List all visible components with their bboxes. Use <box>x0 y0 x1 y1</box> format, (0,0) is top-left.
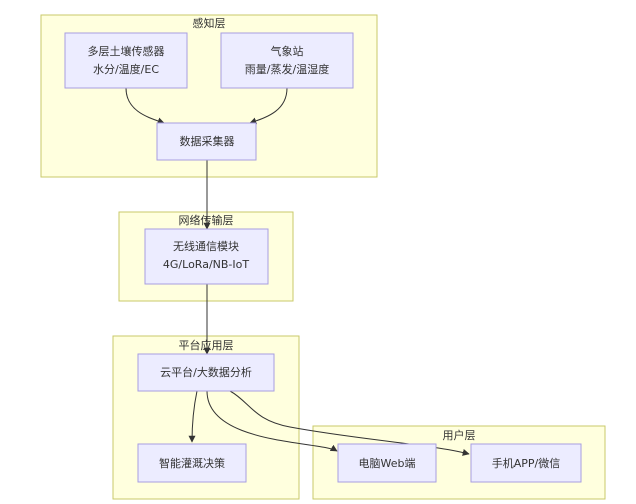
edge-soil-to-collector <box>125 87 165 125</box>
node-pc-web-title: 电脑Web端 <box>359 457 416 470</box>
cluster-title-network: 网络传输层 <box>179 213 234 227</box>
cluster-title-perception: 感知层 <box>193 16 226 30</box>
node-soil-sensor: 多层土壤传感器 水分/温度/EC <box>64 32 188 89</box>
node-soil-sensor-subtitle: 水分/温度/EC <box>93 62 159 76</box>
node-wireless-module-subtitle: 4G/LoRa/NB-IoT <box>163 258 249 271</box>
node-weather-station-subtitle: 雨量/蒸发/温湿度 <box>245 62 329 76</box>
node-weather-station-title: 气象站 <box>271 44 304 58</box>
node-weather-station: 气象站 雨量/蒸发/温湿度 <box>220 32 354 89</box>
node-cloud-platform-title: 云平台/大数据分析 <box>160 365 252 379</box>
edge-cloud-to-pc <box>206 390 338 452</box>
node-wireless-module-title: 无线通信模块 <box>173 239 239 253</box>
node-data-collector-title: 数据采集器 <box>180 134 235 148</box>
node-soil-sensor-title: 多层土壤传感器 <box>88 44 165 58</box>
node-irrigation-decision: 智能灌溉决策 <box>137 443 247 483</box>
cluster-title-user: 用户层 <box>443 428 476 442</box>
node-mobile-app-title: 手机APP/微信 <box>492 456 561 470</box>
cluster-title-platform: 平台应用层 <box>179 338 234 352</box>
node-mobile-app: 手机APP/微信 <box>470 443 582 483</box>
node-wireless-module: 无线通信模块 4G/LoRa/NB-IoT <box>144 228 269 285</box>
node-pc-web: 电脑Web端 <box>337 443 437 483</box>
edge-weather-to-collector <box>249 87 288 125</box>
node-irrigation-decision-title: 智能灌溉决策 <box>159 456 225 470</box>
edge-cloud-to-irrigation <box>188 390 198 443</box>
node-data-collector: 数据采集器 <box>156 122 257 161</box>
node-cloud-platform: 云平台/大数据分析 <box>137 353 275 392</box>
